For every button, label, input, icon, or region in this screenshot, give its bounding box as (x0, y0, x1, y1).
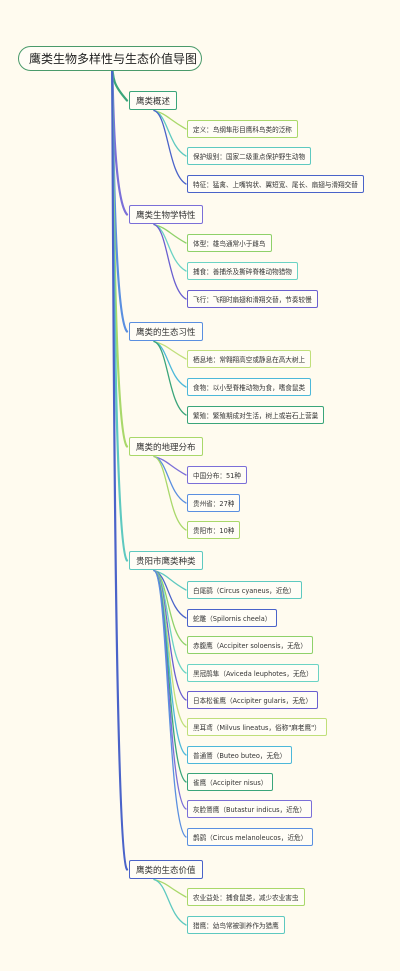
leaf-node[interactable]: 特征：猛禽、上嘴钩状、翼短宽、尾长、扇翅与滑翔交替 (187, 175, 364, 193)
section-node[interactable]: 鹰类的生态习性 (129, 322, 203, 341)
leaf-node[interactable]: 猎鹰：幼鸟常被驯养作为猎鹰 (187, 916, 285, 934)
leaf-node[interactable]: 黑耳鸢（Milvus lineatus，俗称"麻老鹰"） (187, 718, 327, 736)
leaf-node[interactable]: 捕食：善捕杀及撕碎脊椎动物猎物 (187, 262, 298, 280)
leaf-node[interactable]: 日本松雀鹰（Accipiter gularis，无危） (187, 691, 319, 709)
leaf-node[interactable]: 繁殖：繁殖期成对生活，树上或岩石上营巢 (187, 406, 325, 424)
leaf-node[interactable]: 蛇雕（Spilornis cheela） (187, 609, 278, 627)
leaf-node[interactable]: 定义：鸟纲隼形目鹰科鸟类的泛称 (187, 120, 298, 138)
section-node[interactable]: 鹰类概述 (129, 91, 178, 110)
root-topic[interactable]: 鹰类生物多样性与生态价值导图 (18, 46, 202, 71)
leaf-node[interactable]: 普通鵟（Buteo buteo，无危） (187, 746, 293, 764)
leaf-node[interactable]: 食物：以小型脊椎动物为食，嗜食鼠类 (187, 378, 312, 396)
leaf-node[interactable]: 白尾鹞（Circus cyaneus，近危） (187, 581, 302, 599)
leaf-node[interactable]: 雀鹰（Accipiter nisus） (187, 773, 274, 791)
leaf-node[interactable]: 贵阳市：10种 (187, 521, 241, 539)
leaf-node[interactable]: 贵州省：27种 (187, 494, 241, 512)
section-node[interactable]: 鹰类的生态价值 (129, 860, 203, 879)
leaf-node[interactable]: 保护级别：国家二级重点保护野生动物 (187, 147, 312, 165)
section-node[interactable]: 贵阳市鹰类种类 (129, 551, 203, 570)
leaf-node[interactable]: 黑冠鹃隼（Aviceda leuphotes，无危） (187, 664, 319, 682)
leaf-node[interactable]: 体型：雄鸟通常小于雌鸟 (187, 234, 272, 252)
leaf-node[interactable]: 飞行：飞翔时扇翅和滑翔交替，节奏较慢 (187, 290, 318, 308)
leaf-node[interactable]: 灰脸鵟鹰（Butastur indicus，近危） (187, 800, 312, 818)
leaf-node[interactable]: 农业益处：捕食鼠类，减少农业害虫 (187, 888, 305, 906)
section-node[interactable]: 鹰类生物学特性 (129, 205, 203, 224)
leaf-node[interactable]: 中国分布：51种 (187, 466, 247, 484)
leaf-node[interactable]: 赤腹鹰（Accipiter soloensis，无危） (187, 636, 313, 654)
leaf-node[interactable]: 鹊鹞（Circus melanoleucos，近危） (187, 828, 314, 846)
leaf-node[interactable]: 栖息地：常翱翔高空或静息在高大树上 (187, 350, 312, 368)
section-node[interactable]: 鹰类的地理分布 (129, 437, 203, 456)
